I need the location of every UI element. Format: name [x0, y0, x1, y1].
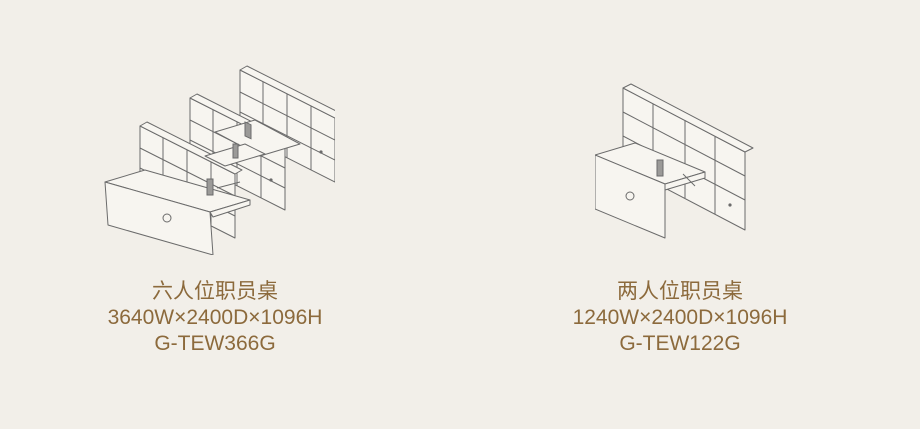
product-caption: 两人位职员桌 1240W×2400D×1096H G-TEW122G — [573, 279, 788, 357]
product-dimensions: 3640W×2400D×1096H — [107, 306, 323, 329]
product-caption: 六人位职员桌 3640W×2400D×1096H G-TEW366G — [108, 279, 323, 357]
product-name: 六人位职员桌 — [152, 280, 278, 303]
front-desk — [104, 169, 251, 255]
product-code: G-TEW366G — [154, 332, 276, 355]
product-dimensions: 1240W×2400D×1096H — [572, 306, 788, 329]
product-code: G-TEW122G — [619, 332, 741, 355]
cabinet-row — [622, 83, 754, 231]
product-card-two-person: 两人位职员桌 1240W×2400D×1096H G-TEW122G — [510, 60, 850, 357]
product-card-six-person: 六人位职员桌 3640W×2400D×1096H G-TEW366G — [45, 60, 385, 357]
two-person-desk-drawing — [595, 83, 754, 239]
desk — [595, 142, 706, 239]
six-person-desk-drawing — [104, 65, 335, 255]
product-name: 两人位职员桌 — [617, 280, 743, 303]
